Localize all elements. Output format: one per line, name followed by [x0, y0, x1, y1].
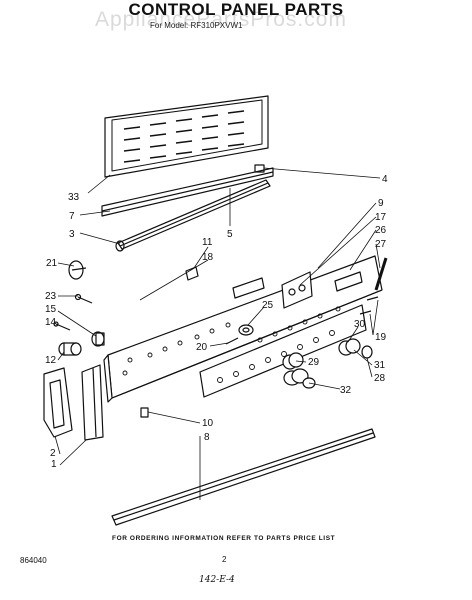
part-28-knob — [361, 345, 373, 359]
callout-21: 21 — [46, 258, 58, 269]
callout-14: 14 — [45, 317, 57, 328]
part-25-grommet — [238, 324, 254, 336]
callout-23: 23 — [45, 291, 57, 302]
callout-10: 10 — [202, 418, 214, 429]
callout-4: 4 — [382, 174, 388, 185]
callout-5: 5 — [227, 229, 233, 240]
callout-30: 30 — [354, 319, 366, 330]
callout-2: 2 — [50, 448, 56, 459]
part-32-knob — [283, 368, 316, 389]
callout-25: 25 — [262, 300, 274, 311]
callout-labels: 33 7 3 4 5 9 17 26 27 11 18 21 23 15 14 … — [45, 174, 388, 470]
model-subtitle: For Model: RF310PXVW1 — [150, 21, 243, 30]
part-31-knob — [338, 338, 361, 356]
part-29-knob — [282, 352, 304, 370]
part-18-clip — [185, 266, 199, 281]
callout-29: 29 — [308, 357, 320, 368]
part-7-trim-strip — [101, 167, 274, 217]
callout-31: 31 — [374, 360, 386, 371]
part-10-clip — [140, 407, 149, 418]
part-27-rod — [374, 257, 388, 291]
callout-26: 26 — [375, 225, 387, 236]
callout-1: 1 — [51, 459, 57, 470]
callout-20: 20 — [196, 342, 208, 353]
part-2-end-cap — [43, 367, 73, 438]
part-14-pin — [53, 321, 71, 331]
page-number: 2 — [222, 555, 227, 564]
part-4-end-clip — [254, 164, 265, 173]
ordering-note: FOR ORDERING INFORMATION REFER TO PARTS … — [112, 535, 336, 542]
callout-32: 32 — [340, 385, 352, 396]
diagram-title: CONTROL PANEL PARTS — [128, 0, 344, 19]
callout-7: 7 — [69, 211, 75, 222]
part-33-door-glass — [104, 95, 269, 178]
callout-19: 19 — [375, 332, 387, 343]
diagram-code: 864040 — [20, 556, 47, 565]
callout-27: 27 — [375, 239, 387, 250]
callout-11: 11 — [202, 237, 213, 248]
callout-15: 15 — [45, 304, 57, 315]
switch-plate — [199, 304, 367, 398]
callout-33: 33 — [68, 192, 80, 203]
part-23-screw — [74, 293, 93, 304]
part-19-pins — [359, 296, 379, 315]
callout-28: 28 — [374, 373, 386, 384]
part-3-rod — [115, 179, 271, 252]
part-12-cylinder — [58, 342, 82, 356]
callout-3: 3 — [69, 229, 75, 240]
callout-17: 17 — [375, 212, 387, 223]
callout-18: 18 — [202, 252, 214, 263]
part-21-timer — [68, 260, 87, 280]
leader-lines — [54, 167, 381, 500]
callout-8: 8 — [204, 432, 210, 443]
handwritten-note: 142-E-4 — [199, 575, 235, 585]
part-8-bottom-trim — [111, 428, 376, 526]
part-1-side-bracket — [81, 364, 104, 441]
callout-12: 12 — [45, 355, 57, 366]
callout-9: 9 — [378, 198, 384, 209]
